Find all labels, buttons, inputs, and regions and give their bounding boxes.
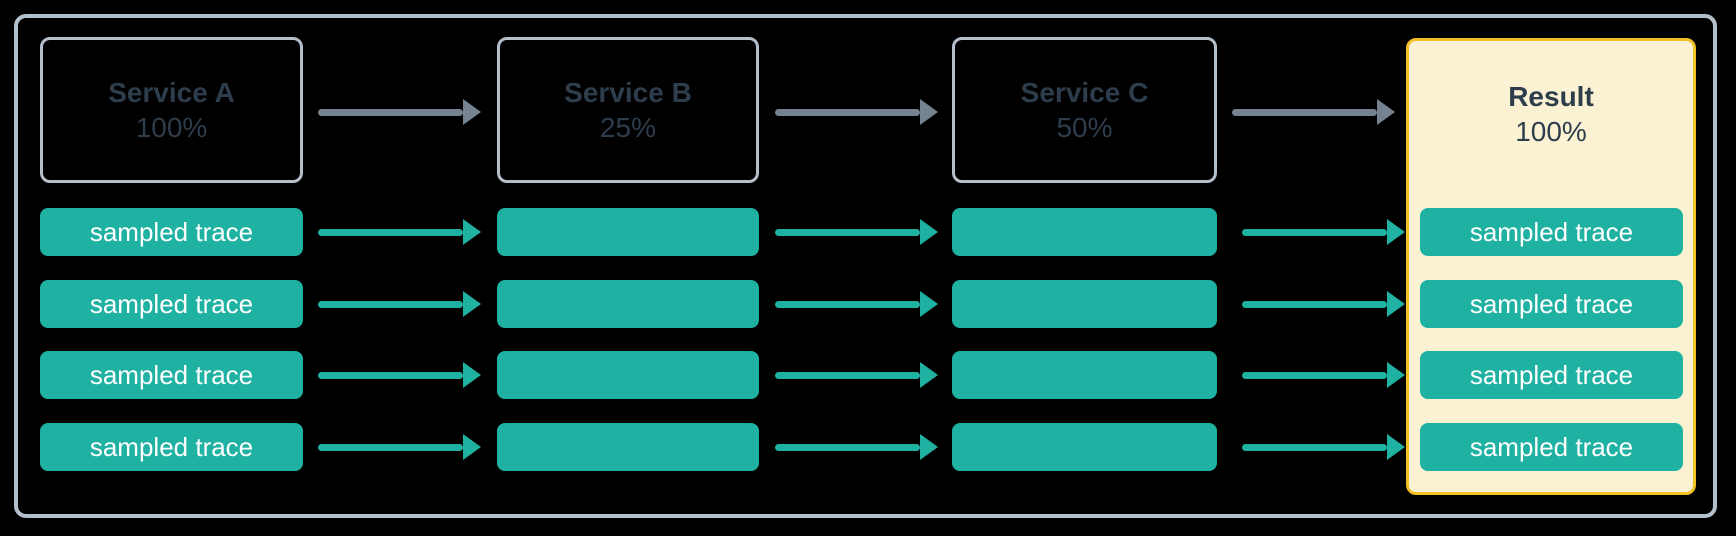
service-a-box: Service A 100% [40,37,303,183]
arrow-right-icon [775,371,920,379]
service-b-title: Service B [564,76,692,108]
result-box: Result 100% [1406,38,1696,495]
trace-pill-b4 [497,423,759,471]
service-b-rate: 25% [599,111,657,143]
sampled-trace-pill-r2: sampled trace [1420,280,1683,328]
trace-pill-b2 [497,280,759,328]
sampled-trace-label: sampled trace [89,217,254,247]
sampled-trace-pill-a1: sampled trace [40,208,303,256]
trace-pill-b3 [497,351,759,399]
sampled-trace-pill-a2: sampled trace [40,280,303,328]
arrow-right-icon [775,443,920,451]
trace-pill-c3 [952,351,1217,399]
service-c-box: Service C 50% [952,37,1217,183]
service-b-box: Service B 25% [497,37,759,183]
arrow-right-icon [318,108,463,116]
service-a-rate: 100% [135,111,208,143]
sampled-trace-pill-a3: sampled trace [40,351,303,399]
sampled-trace-label: sampled trace [89,360,254,390]
arrow-right-icon [775,228,920,236]
result-title: Result [1508,80,1594,112]
arrow-right-icon [775,108,920,116]
arrow-right-icon [318,443,463,451]
sampled-trace-label: sampled trace [1469,289,1634,319]
sampled-trace-label: sampled trace [1469,432,1634,462]
sampled-trace-label: sampled trace [89,432,254,462]
arrow-right-icon [1242,371,1387,379]
service-c-rate: 50% [1056,111,1113,143]
arrow-right-icon [1242,443,1387,451]
sampled-trace-pill-a4: sampled trace [40,423,303,471]
result-rate: 100% [1515,115,1587,147]
arrow-right-icon [318,228,463,236]
sampled-trace-label: sampled trace [89,289,254,319]
result-header: Result 100% [1409,41,1693,187]
sampled-trace-pill-r3: sampled trace [1420,351,1683,399]
trace-pill-b1 [497,208,759,256]
arrow-right-icon [1242,300,1387,308]
arrow-right-icon [775,300,920,308]
sampled-trace-label: sampled trace [1469,217,1634,247]
trace-pill-c2 [952,280,1217,328]
sampled-trace-pill-r1: sampled trace [1420,208,1683,256]
service-a-title: Service A [108,76,235,108]
arrow-right-icon [318,371,463,379]
sampled-trace-label: sampled trace [1469,360,1634,390]
trace-pill-c4 [952,423,1217,471]
arrow-right-icon [1232,108,1377,116]
sampled-trace-pill-r4: sampled trace [1420,423,1683,471]
trace-pill-c1 [952,208,1217,256]
arrow-right-icon [318,300,463,308]
outer-frame [14,14,1717,518]
service-c-title: Service C [1020,76,1149,108]
arrow-right-icon [1242,228,1387,236]
